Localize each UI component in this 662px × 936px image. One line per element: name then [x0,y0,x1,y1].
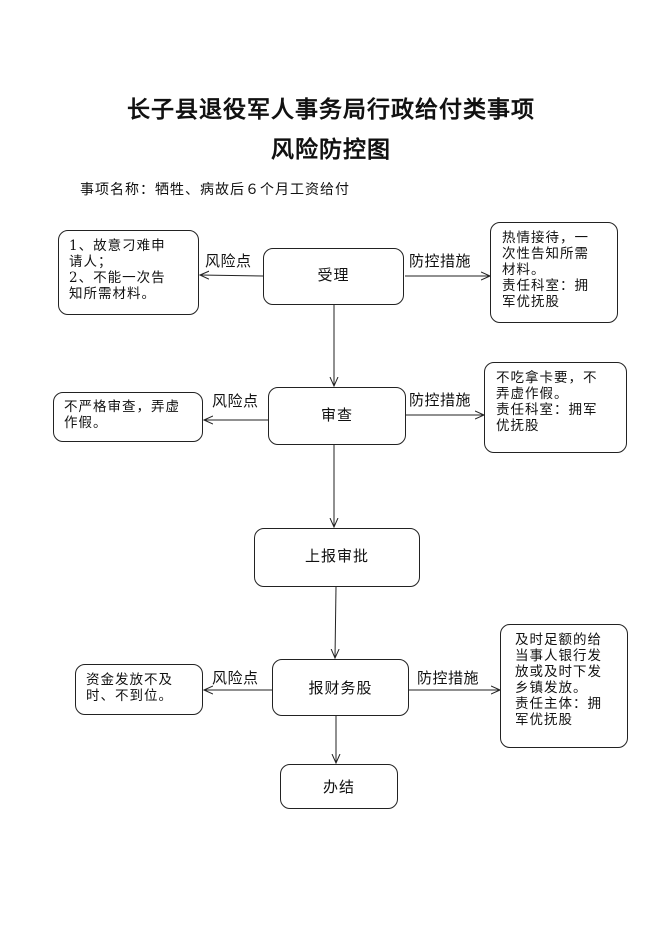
control-4-line-5: 责任主体：拥 [515,696,602,712]
control-label-4: 防控措施 [417,669,480,687]
step-finance: 报财务股 [272,659,409,716]
risk-1-line-2: 请人； [69,254,113,270]
risk-1-line-1: 1、故意刁难申 [69,238,166,254]
step-submit-approval: 上报审批 [254,528,420,587]
risk-1-line-3: 2、不能一次告 [69,270,166,286]
item-name-line: 事项名称：牺牲、病故后６个月工资给付 [80,182,350,198]
control-2-line-1: 不吃拿卡要，不 [496,370,598,386]
control-4-line-3: 放或及时下发 [515,664,602,680]
step-complete-label: 办结 [322,778,355,796]
arrow-s3-s4 [335,586,336,658]
risk-4-line-2: 时、不到位。 [86,688,173,704]
control-label-2: 防控措施 [409,391,472,409]
control-2-line-2: 弄虚作假。 [496,386,569,402]
risk-label-4: 风险点 [212,669,259,687]
risk-1-line-4: 知所需材料。 [69,286,156,302]
control-4-line-1: 及时足额的给 [515,632,602,648]
step-complete: 办结 [280,764,398,809]
control-4-line-4: 乡镇发放。 [515,680,588,696]
risk-2-line-1: 不严格审查，弄虚 [64,399,180,415]
risk-label-2: 风险点 [212,392,259,410]
risk-box-1: 1、故意刁难申 请人； 2、不能一次告 知所需材料。 [58,230,199,315]
step-accept: 受理 [263,248,404,305]
control-1-line-4: 责任科室：拥 [502,278,589,294]
arrow-risk-1 [200,275,264,276]
step-submit-approval-label: 上报审批 [304,547,369,565]
control-1-line-3: 材料。 [502,262,546,278]
risk-2-line-2: 作假。 [64,415,108,431]
control-1-line-2: 次性告知所需 [502,246,589,262]
control-4-line-2: 当事人银行发 [515,648,602,664]
control-4-line-6: 军优抚股 [515,712,573,728]
control-1-line-5: 军优抚股 [502,294,560,310]
control-box-4: 及时足额的给 当事人银行发 放或及时下发 乡镇发放。 责任主体：拥 军优抚股 [500,624,628,748]
control-box-1: 热情接待，一 次性告知所需 材料。 责任科室：拥 军优抚股 [490,222,618,323]
risk-label-1: 风险点 [205,252,252,270]
step-finance-label: 报财务股 [308,679,373,697]
control-1-line-1: 热情接待，一 [502,230,589,246]
control-box-2: 不吃拿卡要，不 弄虚作假。 责任科室：拥军 优抚股 [484,362,627,453]
step-accept-label: 受理 [317,266,350,284]
step-review-label: 审查 [320,405,353,424]
title-line-2: 风险防控图 [271,137,391,163]
control-label-1: 防控措施 [409,252,472,270]
risk-box-4: 资金发放不及 时、不到位。 [75,664,203,715]
control-2-line-3: 责任科室：拥军 [496,402,598,418]
risk-box-2: 不严格审查，弄虚 作假。 [53,392,203,442]
control-2-line-4: 优抚股 [496,418,540,434]
step-review: 审查 [268,387,406,445]
risk-4-line-1: 资金发放不及 [86,672,173,688]
title-line-1: 长子县退役军人事务局行政给付类事项 [127,97,535,123]
